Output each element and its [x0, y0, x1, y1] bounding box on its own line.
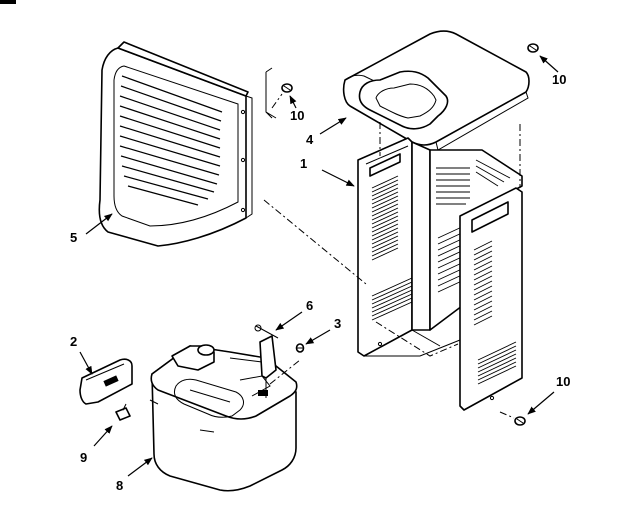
callout-5: 5	[70, 230, 77, 245]
corner-mark	[0, 0, 16, 4]
callout-6: 6	[306, 298, 313, 313]
assembly-lines	[121, 93, 521, 419]
callout-1: 1	[300, 156, 307, 171]
part-9-pad	[115, 407, 131, 421]
part-6-float-rod	[254, 324, 279, 398]
leader-lines	[79, 55, 559, 477]
callout-10-top-right: 10	[552, 72, 566, 87]
mounting-bracket-outline	[265, 67, 277, 119]
part-4-top-cover	[342, 30, 530, 151]
part-10-screw-bottom-right	[514, 416, 526, 426]
callout-9: 9	[80, 450, 87, 465]
callout-10-top-left: 10	[290, 108, 304, 123]
part-8-water-bucket	[149, 344, 298, 492]
callouts: 1 2 3 4 5 6 9 8 10 10 10	[70, 72, 570, 493]
part-10-screw-top-left	[281, 83, 293, 93]
callout-4: 4	[306, 132, 314, 147]
part-1-rear-cabinet	[357, 137, 523, 411]
callout-10-bottom-right: 10	[556, 374, 570, 389]
part-5-front-grille-panel	[98, 41, 253, 247]
part-2-handle-bracket	[79, 358, 133, 405]
callout-3: 3	[334, 316, 341, 331]
part-3-screw	[295, 343, 305, 353]
callout-8: 8	[116, 478, 123, 493]
part-10-screw-top-right	[527, 43, 539, 53]
callout-2: 2	[70, 334, 77, 349]
